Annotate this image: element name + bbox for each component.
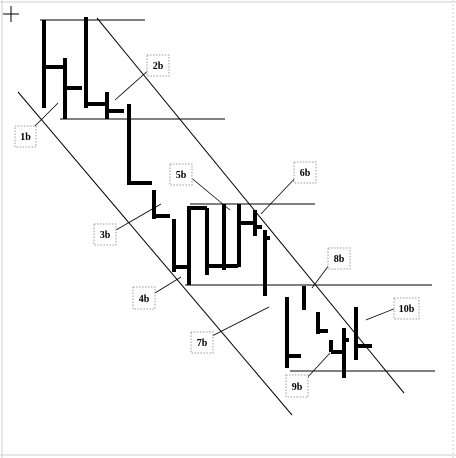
label-10b-text: 10b — [399, 304, 415, 315]
label-4b: 4b — [132, 286, 156, 310]
label-8b: 8b — [327, 247, 351, 270]
horizontal-levels — [40, 19, 435, 372]
label-leaders — [32, 67, 397, 380]
price-bar — [84, 17, 106, 108]
label-7b-text: 7b — [197, 338, 208, 349]
label-6b: 6b — [293, 161, 317, 184]
leader-1b — [32, 102, 59, 129]
label-9b: 9b — [285, 374, 309, 398]
channel-upper-line — [96, 17, 405, 394]
label-2b-text: 2b — [153, 61, 164, 72]
label-4b-text: 4b — [139, 294, 150, 305]
price-bar — [316, 312, 328, 334]
leader-2b — [114, 67, 152, 101]
price-bar — [222, 204, 238, 270]
price-bar — [302, 286, 306, 310]
price-bar — [354, 307, 372, 360]
price-bar — [285, 297, 301, 368]
price-bar — [63, 58, 82, 119]
label-2b: 2b — [146, 54, 170, 77]
leader-7b — [211, 306, 270, 337]
price-bar — [105, 92, 124, 119]
leader-3b — [115, 203, 162, 231]
label-7b: 7b — [190, 331, 214, 354]
trend-channel — [17, 17, 405, 416]
price-bar — [342, 328, 349, 378]
price-bar — [42, 20, 64, 108]
price-bar — [263, 230, 270, 296]
price-bar — [329, 340, 344, 354]
price-bar — [127, 104, 152, 185]
leader-10b — [365, 307, 397, 321]
label-5b: 5b — [169, 163, 193, 186]
label-8b-text: 8b — [334, 254, 345, 265]
leader-4b — [154, 276, 182, 294]
price-bar — [172, 219, 189, 272]
leader-9b — [305, 352, 331, 380]
label-5b-text: 5b — [176, 170, 187, 181]
crosshair-cursor-icon — [3, 6, 19, 22]
price-bar — [237, 204, 255, 267]
label-1b-text: 1b — [20, 132, 31, 143]
price-bar — [205, 208, 222, 275]
leader-5b — [188, 175, 231, 211]
label-3b: 3b — [93, 223, 117, 246]
label-9b-text: 9b — [292, 382, 303, 393]
leader-6b — [260, 172, 301, 215]
label-10b: 10b — [393, 297, 420, 320]
price-bar — [187, 206, 207, 285]
price-bar — [152, 190, 170, 219]
label-3b-text: 3b — [100, 230, 111, 241]
price-bars — [42, 17, 372, 378]
channel-lower-line — [17, 91, 293, 416]
label-1b: 1b — [14, 125, 37, 148]
price-bar — [253, 210, 262, 236]
label-6b-text: 6b — [300, 168, 311, 179]
